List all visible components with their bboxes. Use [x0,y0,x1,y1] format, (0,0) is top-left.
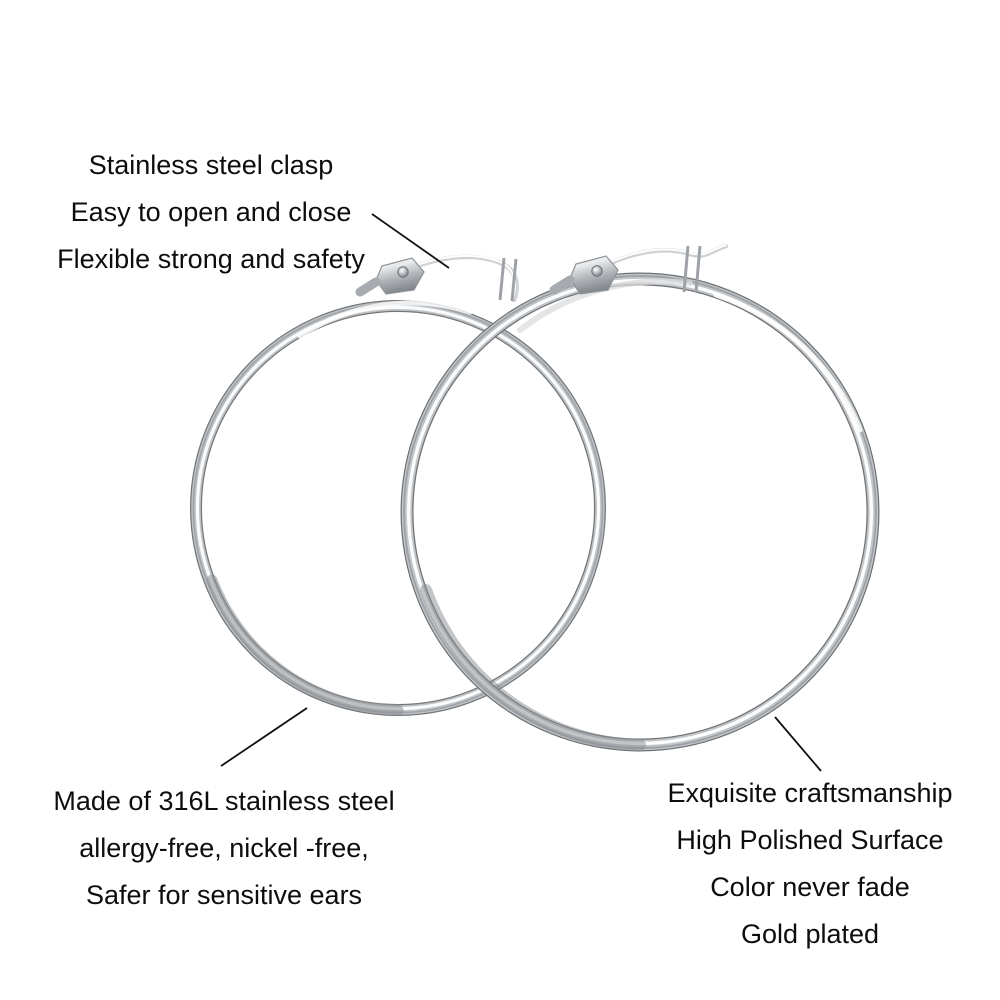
material-callout-line-3: Safer for sensitive ears [85,880,363,910]
material-callout-line-2: allergy-free, nickel -free, [79,833,369,863]
material-leader-line [220,707,308,767]
material-callout-line-1: Made of 316L stainless steel [53,786,395,816]
clasp-callout-line-2: Easy to open and close [70,197,352,227]
clasp-callout-line-3: Flexible strong and safety [57,244,365,274]
left-clasp-hinge [355,257,425,297]
craftsmanship-leader-line [774,716,822,772]
clasp-leader-line [371,213,450,269]
left-clasp [355,254,519,303]
right-clasp-hinge [549,255,619,295]
left-hoop [190,300,606,716]
craftsmanship-callout-line-1: Exquisite craftsmanship [667,778,953,808]
clasp-callout-line-1: Stainless steel clasp [88,150,334,180]
craftsmanship-callout-line-3: Color never fade [710,872,910,902]
craftsmanship-callout-line-4: Gold plated [740,919,880,949]
craftsmanship-callout-line-2: High Polished Surface [676,825,944,855]
right-hoop [400,272,880,752]
right-clasp [549,243,729,295]
material-callout: Made of 316L stainless steel allergy-fre… [28,778,420,919]
clasp-callout: Stainless steel clasp Easy to open and c… [36,142,386,283]
craftsmanship-callout: Exquisite craftsmanship High Polished Su… [648,770,972,958]
